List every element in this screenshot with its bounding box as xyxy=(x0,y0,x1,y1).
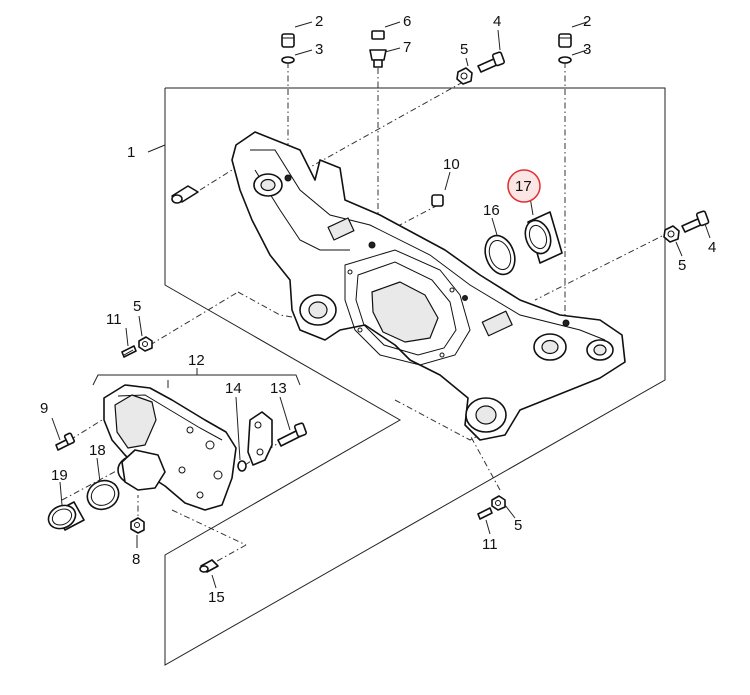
callout-15: 15 xyxy=(208,589,225,606)
bolt-part-4-top xyxy=(477,51,505,73)
washer-part-14 xyxy=(237,460,247,472)
nut-part-5-left xyxy=(138,336,153,352)
main-housing-part-1 xyxy=(231,131,626,441)
top-washer-right-part-3 xyxy=(558,56,572,64)
top-washer-left-part-3 xyxy=(281,56,295,64)
bracket-assembly-part-12 xyxy=(103,384,237,511)
callout-9: 9 xyxy=(40,400,48,417)
callout-13: 13 xyxy=(270,380,287,397)
fitting-part-7 xyxy=(369,49,387,68)
top-bolt-left-part-2 xyxy=(281,33,295,48)
callout-8: 8 xyxy=(132,551,140,568)
callout-2-left: 2 xyxy=(315,13,323,30)
callout-10: 10 xyxy=(443,156,460,173)
bolt-part-4-right xyxy=(681,210,710,233)
callout-3-left: 3 xyxy=(315,41,323,58)
frame-outline xyxy=(164,87,666,666)
highlight-circle-part-17 xyxy=(507,169,541,203)
callout-11-bottom: 11 xyxy=(482,536,498,553)
callout-5-left: 5 xyxy=(133,298,141,315)
bushing-part-19 xyxy=(47,501,85,531)
nut-part-5-right xyxy=(663,225,680,243)
fitting-part-6 xyxy=(371,30,385,40)
callout-5-top: 5 xyxy=(460,41,468,58)
callout-16: 16 xyxy=(483,202,500,219)
callout-11-left: 11 xyxy=(106,311,122,328)
cap-part-13 xyxy=(247,411,273,466)
bolt-part-13 xyxy=(277,422,307,447)
callout-5-bottom: 5 xyxy=(514,517,522,534)
callout-12: 12 xyxy=(188,352,205,369)
callout-6: 6 xyxy=(403,13,411,30)
nut-part-8 xyxy=(130,517,145,534)
bolt-part-11-left xyxy=(121,345,137,358)
callout-18: 18 xyxy=(89,442,106,459)
bracket-group-leader xyxy=(92,368,301,386)
callout-labels: 1 2 3 6 7 4 5 2 3 10 16 17 4 5 11 5 12 1… xyxy=(40,13,716,606)
seal-ring-part-18 xyxy=(86,479,120,511)
callout-5-right: 5 xyxy=(678,257,686,274)
callout-14: 14 xyxy=(225,380,242,397)
top-bolt-right-part-2 xyxy=(558,33,572,48)
callout-3-right: 3 xyxy=(583,41,591,58)
callout-2-right: 2 xyxy=(583,13,591,30)
bolt-part-11-bottom xyxy=(477,507,493,520)
callout-4-top: 4 xyxy=(493,13,501,30)
seal-ring-part-16 xyxy=(484,234,516,276)
callout-19: 19 xyxy=(51,467,68,484)
dowel-pin-upper xyxy=(171,185,199,204)
callout-1: 1 xyxy=(127,144,135,161)
bolt-part-9 xyxy=(55,432,76,451)
bushing-part-17 xyxy=(524,211,563,264)
callout-17: 17 xyxy=(515,178,532,195)
nut-part-5-top xyxy=(456,67,473,85)
callout-7: 7 xyxy=(403,39,411,56)
plug-part-10 xyxy=(431,194,444,207)
callout-4-right: 4 xyxy=(708,239,716,256)
leader-lines xyxy=(51,21,711,589)
dowel-pin-part-15 xyxy=(199,559,219,573)
nut-part-5-bottom xyxy=(491,495,506,511)
